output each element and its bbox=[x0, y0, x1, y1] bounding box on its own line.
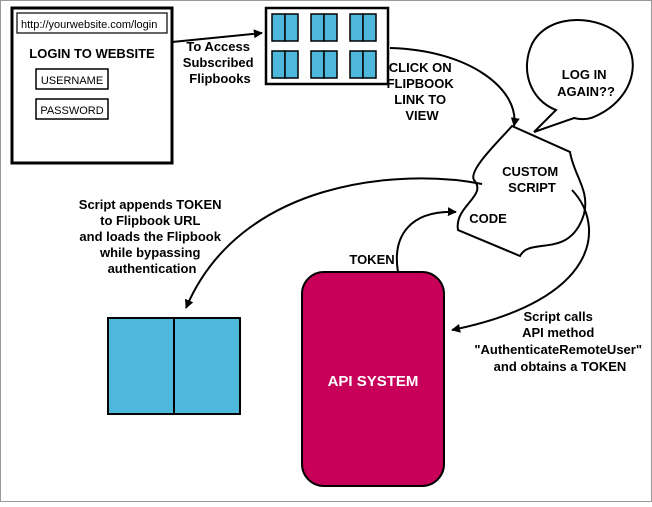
arrow-token-to-code bbox=[395, 207, 457, 273]
flipbook-thumb[interactable] bbox=[323, 50, 338, 79]
flipbook-thumb[interactable] bbox=[323, 13, 338, 42]
api-system-box bbox=[301, 271, 445, 487]
flipbook-thumbnails bbox=[271, 13, 377, 79]
script-appends-text: Script appends TOKEN to Flipbook URL and… bbox=[79, 197, 225, 276]
flipbook-thumb[interactable] bbox=[271, 50, 286, 79]
flipbook-grid bbox=[264, 6, 390, 86]
to-access-text: To Access Subscribed Flipbooks bbox=[183, 39, 257, 86]
flipbook-thumb[interactable] bbox=[284, 50, 299, 79]
arrow-script-to-api bbox=[451, 189, 591, 333]
arrow-script-to-viewer bbox=[185, 177, 483, 309]
api-system-label: API SYSTEM bbox=[328, 373, 419, 390]
url-bar[interactable] bbox=[16, 12, 168, 34]
flipbook-left-page[interactable] bbox=[107, 317, 175, 415]
flipbook-right-page[interactable] bbox=[173, 317, 241, 415]
click-flipbook-text: CLICK ON FLIPBOOK LINK TO VIEW bbox=[387, 60, 458, 123]
flipbook-thumb[interactable] bbox=[349, 13, 364, 42]
bubble-text: LOG IN AGAIN?? bbox=[557, 67, 615, 99]
login-window: http://yourwebsite.com/login LOGIN TO WE… bbox=[10, 6, 174, 165]
login-title: LOGIN TO WEBSITE bbox=[29, 46, 155, 61]
password-label: PASSWORD bbox=[40, 105, 103, 117]
flipbook-viewer bbox=[107, 317, 241, 415]
log-in-again-bubble bbox=[525, 19, 634, 133]
custom-script-text: CUSTOM SCRIPT bbox=[502, 164, 562, 195]
arrow-login-to-flipbooks bbox=[171, 29, 263, 43]
flipbook-thumb[interactable] bbox=[310, 50, 325, 79]
custom-script-shape bbox=[456, 124, 587, 258]
url-text: http://yourwebsite.com/login bbox=[21, 19, 157, 31]
username-label: USERNAME bbox=[41, 75, 103, 87]
password-field[interactable] bbox=[35, 98, 109, 120]
flipbook-thumb[interactable] bbox=[310, 13, 325, 42]
flipbook-thumb[interactable] bbox=[349, 50, 364, 79]
username-field[interactable] bbox=[35, 68, 109, 90]
arrow-click-to-script bbox=[389, 47, 520, 127]
flipbook-thumb[interactable] bbox=[284, 13, 299, 42]
flipbook-thumb[interactable] bbox=[362, 13, 377, 42]
script-calls-text: Script calls API method "AuthenticateRem… bbox=[474, 309, 645, 374]
flipbook-thumb[interactable] bbox=[362, 50, 377, 79]
token-label: TOKEN bbox=[349, 252, 394, 267]
flipbook-thumb[interactable] bbox=[271, 13, 286, 42]
code-label: CODE bbox=[469, 211, 507, 226]
